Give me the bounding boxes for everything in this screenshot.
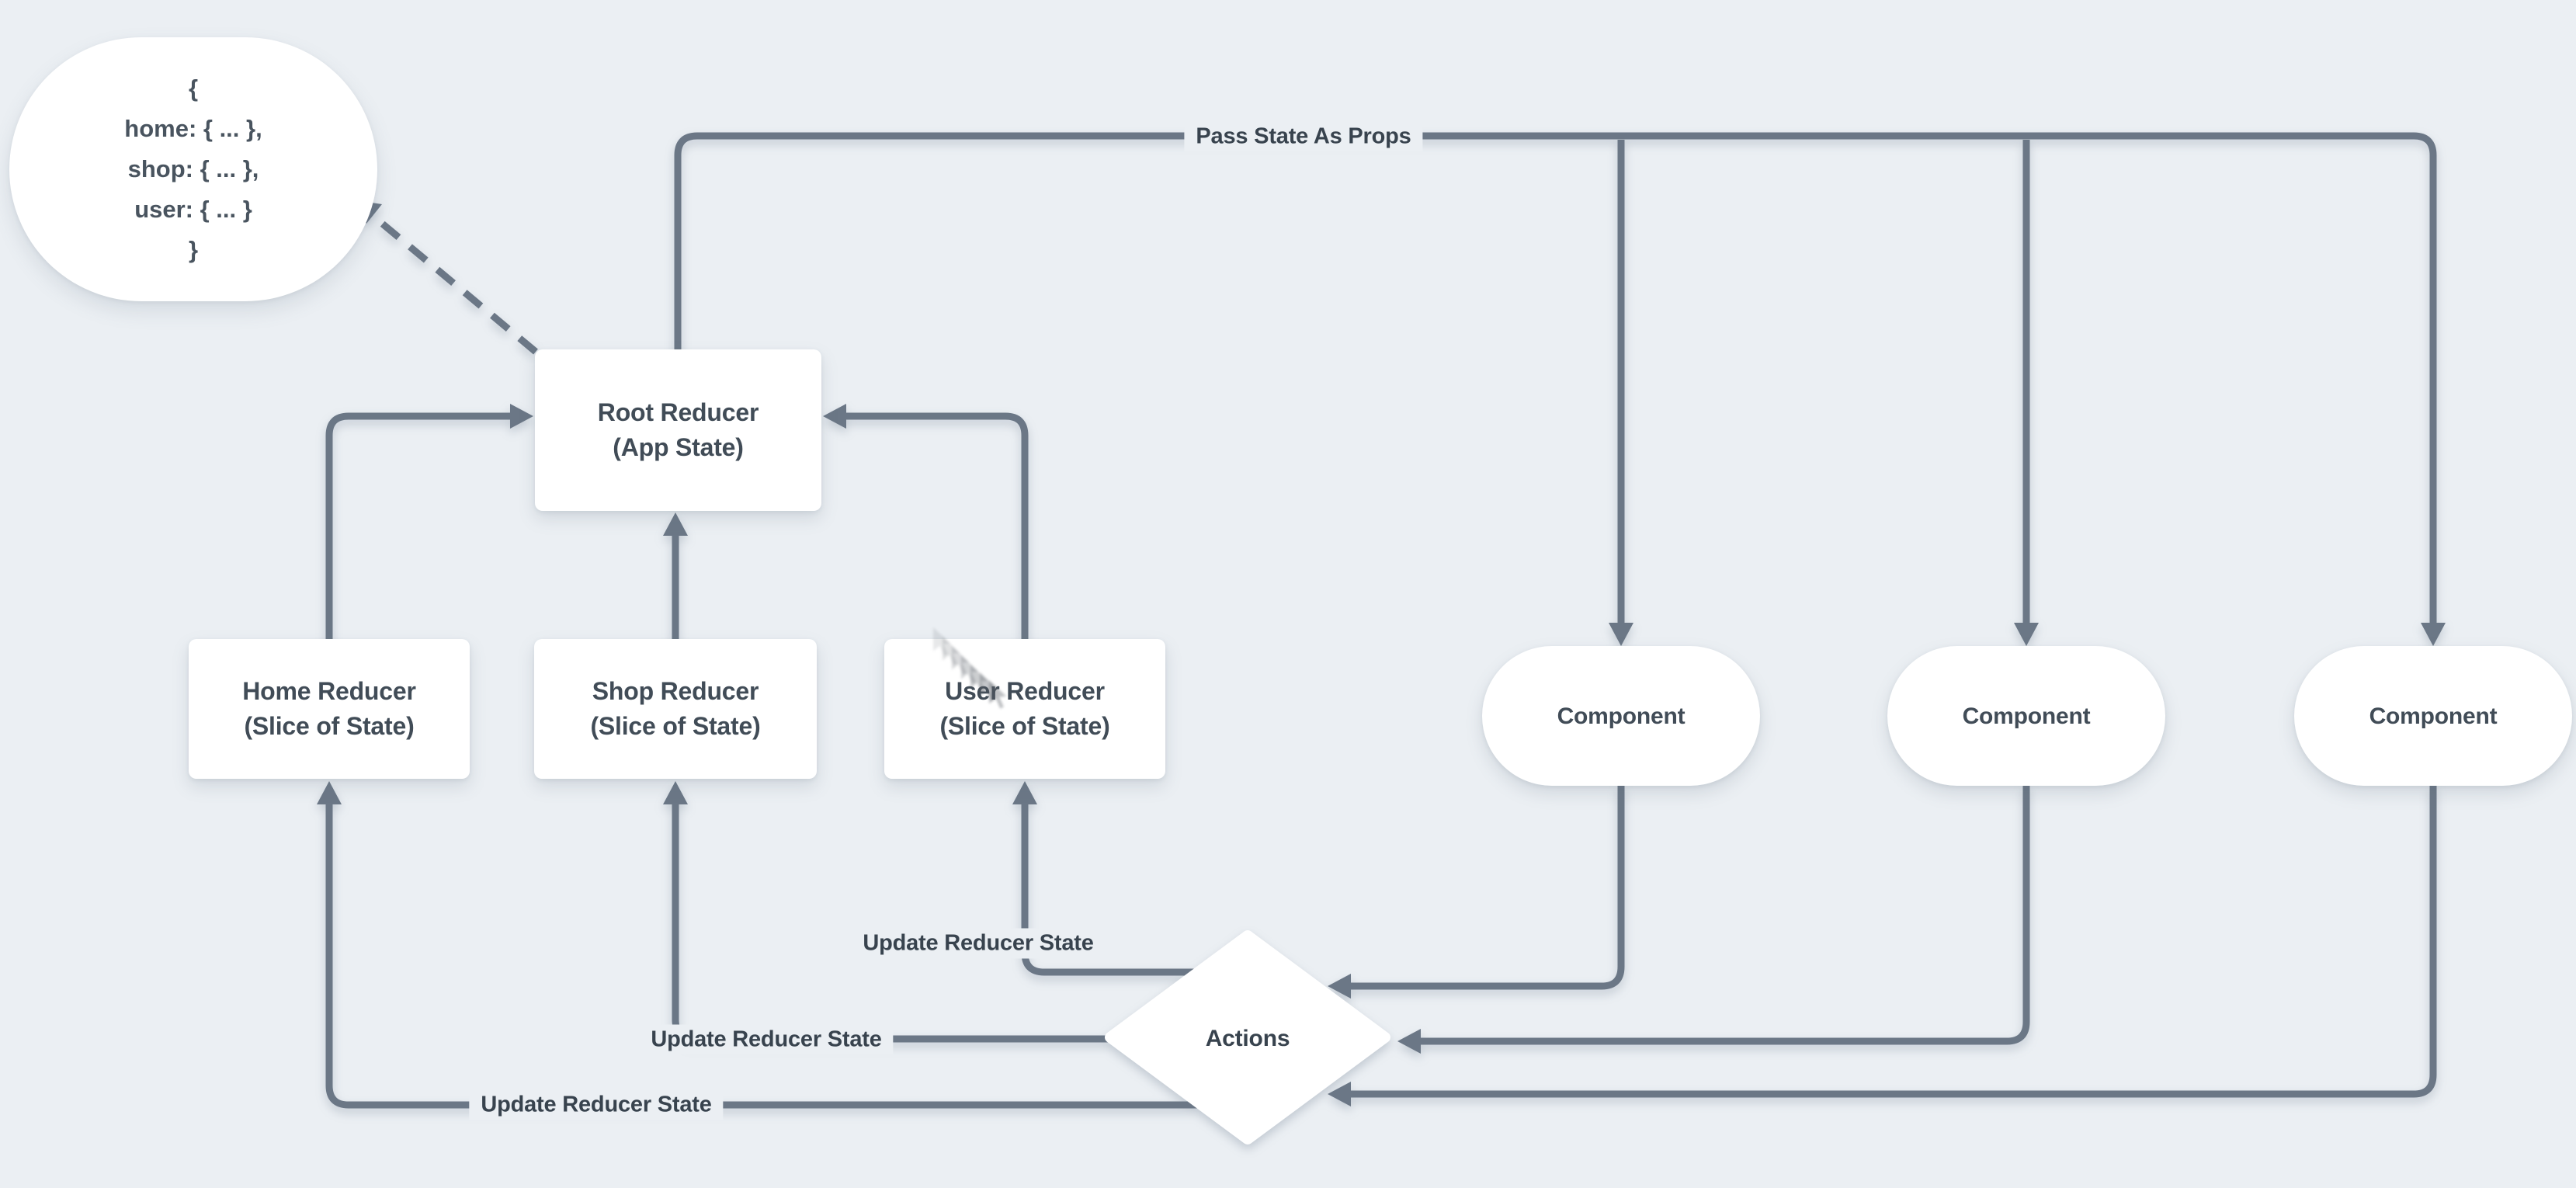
node-component-1: Component — [1482, 646, 1760, 786]
node-shop-reducer-subtitle: (Slice of State) — [590, 712, 761, 740]
edge-actions-to-home — [325, 801, 1199, 1109]
state-line-home: home: { ... }, — [124, 115, 262, 142]
node-user-reducer-title: User Reducer — [945, 677, 1105, 705]
node-user-reducer: User Reducer (Slice of State) — [884, 639, 1165, 779]
edge-label-pass-state-as-props: Pass State As Props — [1184, 121, 1423, 152]
node-root-reducer-subtitle: (App State) — [613, 433, 744, 461]
edge-label-update-reducer-state-home: Update Reducer State — [469, 1089, 724, 1120]
edge-component1-to-actions — [1349, 786, 1625, 990]
node-root-reducer: Root Reducer (App State) — [535, 349, 821, 511]
node-component-2-label: Component — [1962, 703, 2091, 729]
edge-actions-to-shop — [672, 801, 1116, 1043]
node-home-reducer-title: Home Reducer — [242, 677, 416, 705]
node-component-1-label: Component — [1557, 703, 1686, 729]
node-home-reducer: Home Reducer (Slice of State) — [189, 639, 470, 779]
state-line-shop: shop: { ... }, — [127, 155, 259, 182]
edge-home-to-root — [325, 412, 512, 641]
mouse-cursor-icon — [933, 627, 1007, 709]
edge-root-to-state-dashed — [369, 211, 538, 355]
edge-user-to-root — [845, 412, 1029, 641]
node-component-3-label: Component — [2369, 703, 2498, 729]
node-component-3: Component — [2294, 646, 2572, 786]
edge-component2-to-actions — [1419, 786, 2030, 1045]
node-home-reducer-subtitle: (Slice of State) — [244, 712, 415, 740]
node-shop-reducer-title: Shop Reducer — [592, 677, 759, 705]
node-component-2: Component — [1887, 646, 2165, 786]
state-line-open-brace: { — [188, 75, 199, 102]
node-shop-reducer: Shop Reducer (Slice of State) — [534, 639, 817, 779]
edge-pass-state-as-props — [674, 132, 2437, 634]
node-actions-label: Actions — [1205, 1026, 1290, 1051]
edge-label-update-reducer-state-user: Update Reducer State — [851, 928, 1106, 959]
state-line-user: user: { ... } — [134, 196, 252, 223]
actions-diamond — [1105, 930, 1390, 1145]
edge-component3-to-actions — [1349, 786, 2437, 1098]
edge-label-update-reducer-state-shop: Update Reducer State — [639, 1024, 894, 1055]
node-root-reducer-title: Root Reducer — [597, 398, 759, 426]
node-user-reducer-subtitle: (Slice of State) — [939, 712, 1110, 740]
state-line-close-brace: } — [188, 236, 199, 263]
app-state-bubble: { home: { ... }, shop: { ... }, user: { … — [9, 37, 377, 301]
